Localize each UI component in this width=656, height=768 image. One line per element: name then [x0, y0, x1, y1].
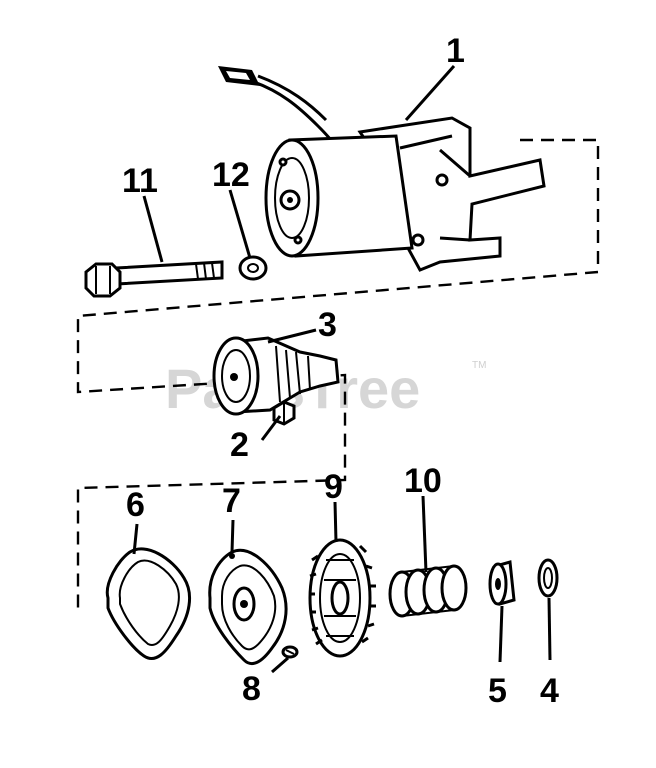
gear-part [308, 538, 376, 658]
callout-8: 8 [242, 670, 261, 708]
callout-9: 9 [324, 468, 343, 506]
upper-assembly-outline [76, 138, 600, 610]
leader-lines [132, 65, 552, 674]
watermark-trademark: TM [472, 360, 486, 371]
starter-motor-part [218, 66, 546, 272]
callout-11: 11 [122, 162, 158, 200]
gasket-part [105, 547, 191, 660]
callout-7: 7 [222, 482, 241, 520]
retainer-part [488, 560, 516, 606]
callout-6: 6 [126, 486, 145, 524]
snap-ring-part [537, 558, 559, 598]
bolt-part [84, 260, 224, 298]
callout-5: 5 [488, 672, 507, 710]
callout-3: 3 [318, 306, 337, 344]
pinion-assembly-part [212, 336, 340, 416]
callout-10: 10 [404, 462, 442, 500]
callout-2: 2 [230, 426, 249, 464]
cover-part [208, 548, 288, 665]
spring-part [388, 564, 468, 618]
callout-12: 12 [212, 156, 250, 194]
callout-1: 1 [446, 32, 465, 70]
washer-part [238, 255, 268, 281]
callout-4: 4 [540, 672, 559, 710]
screw-part [281, 645, 299, 659]
